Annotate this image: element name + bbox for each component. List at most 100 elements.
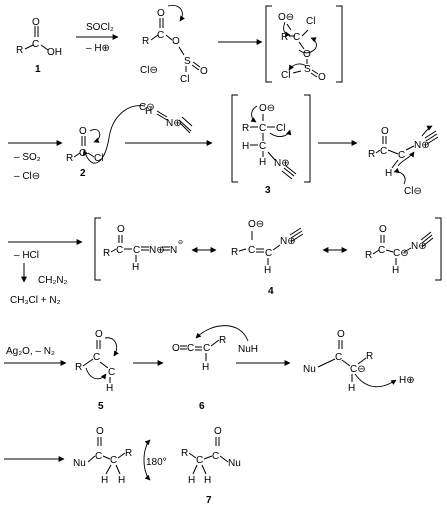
svg-text:N⊕: N⊕ (411, 241, 427, 252)
enolate-intermediate: O Nu C C⊖ R H H⊕ (303, 329, 415, 394)
reaction-arrow-3: – SO₂ – Cl⊖ (8, 140, 63, 182)
diazoketone-resonance-bracket (94, 217, 442, 281)
reagent-minus-proton: – H⊕ (86, 43, 110, 54)
svg-text:R: R (75, 362, 82, 373)
svg-text:H: H (242, 141, 249, 152)
svg-text:C: C (32, 39, 39, 50)
svg-text:C: C (265, 248, 272, 259)
svg-text:R: R (142, 36, 149, 47)
svg-text:H: H (392, 265, 399, 276)
svg-text:N⊕: N⊕ (274, 158, 290, 169)
svg-text:C: C (248, 245, 255, 256)
svg-text:Cl: Cl (180, 74, 189, 85)
svg-text:H: H (132, 262, 139, 273)
svg-text:N⊕: N⊕ (149, 245, 165, 256)
svg-text:O: O (379, 224, 387, 235)
svg-text:OH: OH (47, 47, 62, 58)
svg-text:C: C (196, 455, 203, 466)
rotation-label: 180° (146, 457, 167, 468)
reagent-silver-oxide: Ag₂O, – N₂ (6, 346, 55, 357)
svg-text:S: S (184, 56, 191, 67)
svg-text:Cl⊖: Cl⊖ (404, 186, 422, 197)
svg-text:O: O (214, 426, 222, 437)
svg-text:O: O (200, 66, 208, 77)
compound-7-left: O Nu C C R H H (73, 426, 132, 486)
nucleophile-nuh: NuH (238, 344, 258, 355)
compound-7-right: O R C C Nu H H (181, 426, 241, 486)
diazomethane-reagent: C⊖ H N⊕ (82, 102, 193, 164)
svg-text:C: C (259, 141, 266, 152)
svg-text:R: R (66, 153, 73, 164)
svg-text:N⊕: N⊕ (166, 118, 182, 129)
compound-1-carboxylic-acid: R C O OH 1 (16, 17, 62, 75)
resonance-structure-a: O R C C N⊕ N ⊖ H (103, 224, 183, 273)
svg-text:R: R (219, 335, 226, 346)
svg-text:C: C (293, 32, 300, 43)
tetrahedral-chlorosulfite-bracket: O⊖ R C Cl O S O Cl (265, 5, 343, 83)
svg-text:O: O (96, 426, 104, 437)
svg-text:H: H (106, 383, 113, 394)
svg-text:C: C (157, 30, 164, 41)
svg-text:Nu: Nu (73, 458, 86, 469)
svg-text:C⊖: C⊖ (393, 248, 409, 259)
svg-text:Cl⊖: Cl⊖ (140, 65, 158, 76)
svg-text:O⊖: O⊖ (248, 219, 264, 230)
nucleophile-attack: NuH (195, 325, 291, 366)
compound-number-4: 4 (268, 286, 274, 297)
rotation-180-indicator: 180° (143, 439, 167, 481)
svg-text:C: C (79, 148, 86, 159)
svg-text:C: C (93, 352, 100, 363)
compound-number-6: 6 (199, 401, 205, 412)
svg-text:H: H (202, 362, 209, 373)
compound-3-tetrahedral-intermediate: O⊖ R C Cl H C H N⊕ 3 (231, 94, 311, 196)
svg-text:O: O (172, 343, 180, 354)
svg-text:R: R (16, 45, 23, 56)
svg-text:Nu: Nu (228, 458, 241, 469)
svg-text:H: H (101, 475, 108, 486)
reaction-arrow-1: SOCl₂ – H⊕ (76, 22, 119, 54)
compound-5-carbene: O R C C H 5 (75, 329, 119, 412)
svg-text:R: R (231, 247, 238, 258)
svg-text:R: R (366, 351, 373, 362)
svg-text:O: O (381, 126, 389, 137)
svg-text:O⊖: O⊖ (259, 103, 275, 114)
svg-text:C⊖: C⊖ (350, 364, 366, 375)
svg-text:H: H (264, 265, 271, 276)
svg-text:O: O (172, 36, 180, 47)
svg-text:H: H (204, 475, 211, 486)
svg-text:H: H (385, 168, 392, 179)
svg-text:O: O (32, 17, 40, 28)
svg-text:C: C (398, 150, 405, 161)
svg-text:C: C (378, 245, 385, 256)
reaction-arrow-7: Ag₂O, – N₂ (4, 346, 67, 366)
svg-text:C: C (380, 146, 387, 157)
svg-text:C: C (110, 455, 117, 466)
svg-text:C: C (259, 123, 266, 134)
svg-text:O: O (157, 8, 165, 19)
compound-2-acid-chloride: R C O Cl 2 (66, 126, 103, 179)
chlorosulfite-intermediate: R C O O S O Cl Cl⊖ (140, 4, 208, 85)
svg-text:C: C (108, 367, 115, 378)
compound-number-3: 3 (265, 185, 271, 196)
svg-text:O⊖: O⊖ (278, 12, 294, 23)
svg-text:N⊕: N⊕ (280, 236, 296, 247)
svg-text:C: C (187, 343, 194, 354)
alpha-diazoketone-deprotonation: O R C C N⊕ H Cl⊖ (368, 125, 439, 197)
svg-text:H: H (188, 475, 195, 486)
compound-number-2: 2 (80, 168, 86, 179)
svg-text:C⊖: C⊖ (139, 102, 155, 113)
svg-text:N⊕: N⊕ (414, 140, 430, 151)
svg-text:C: C (95, 451, 102, 462)
svg-text:R: R (103, 248, 110, 259)
svg-text:Cl: Cl (281, 70, 290, 81)
svg-text:O: O (303, 49, 311, 60)
svg-text:H: H (259, 157, 266, 168)
svg-text:Cl: Cl (94, 153, 103, 164)
compound-6-ketene: O C C R H 6 (172, 335, 226, 412)
reagent-socl2: SOCl₂ (86, 22, 114, 33)
compound-number-5: 5 (98, 401, 104, 412)
compound-number-7: 7 (206, 495, 212, 506)
svg-text:N: N (170, 245, 177, 256)
svg-text:Cl: Cl (306, 16, 315, 27)
